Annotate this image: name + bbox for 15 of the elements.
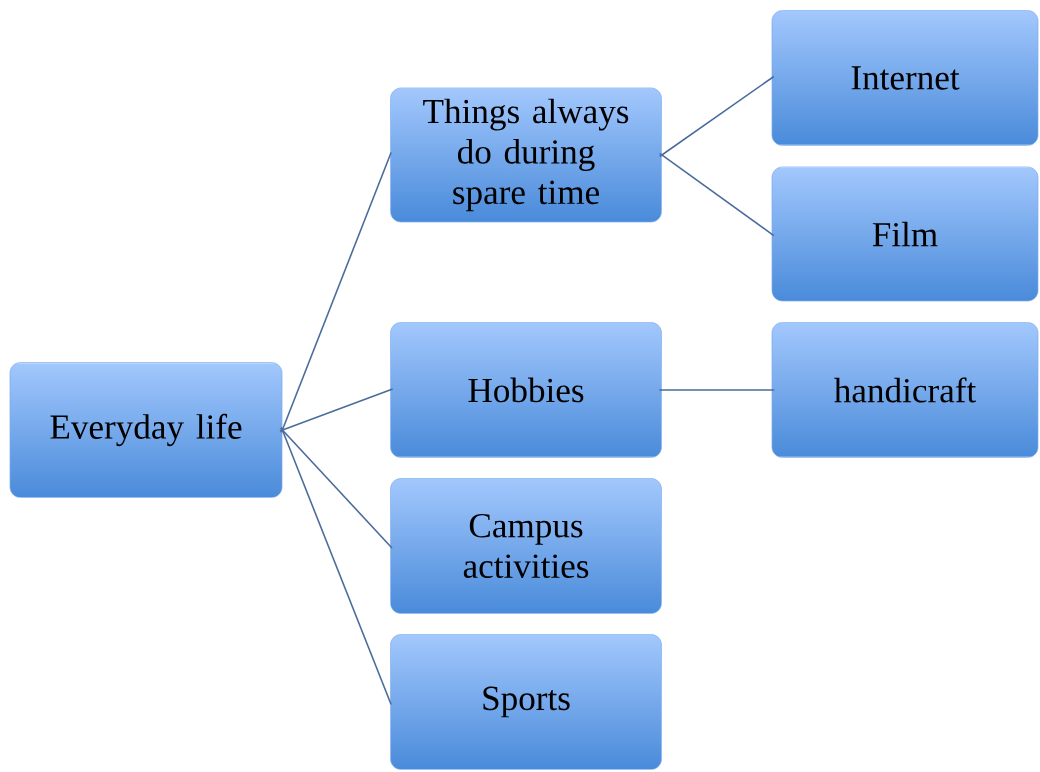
connector-line bbox=[280, 151, 392, 434]
topic-box: Film bbox=[771, 166, 1039, 302]
topic-box: Things always do during spare time bbox=[390, 87, 662, 223]
topic-box: handicraft bbox=[771, 322, 1039, 458]
connector-line bbox=[280, 426, 392, 706]
topic-box: Internet bbox=[771, 10, 1039, 146]
connector-line bbox=[279, 427, 393, 549]
connector-line bbox=[658, 389, 776, 391]
topic-box: Everyday life bbox=[9, 362, 283, 498]
connector-line bbox=[658, 75, 775, 158]
connector-line bbox=[279, 388, 394, 432]
topic-box: Hobbies bbox=[390, 322, 662, 458]
topic-box: Campus activities bbox=[390, 478, 662, 614]
connector-line bbox=[658, 152, 775, 237]
topic-box: Sports bbox=[390, 634, 662, 770]
